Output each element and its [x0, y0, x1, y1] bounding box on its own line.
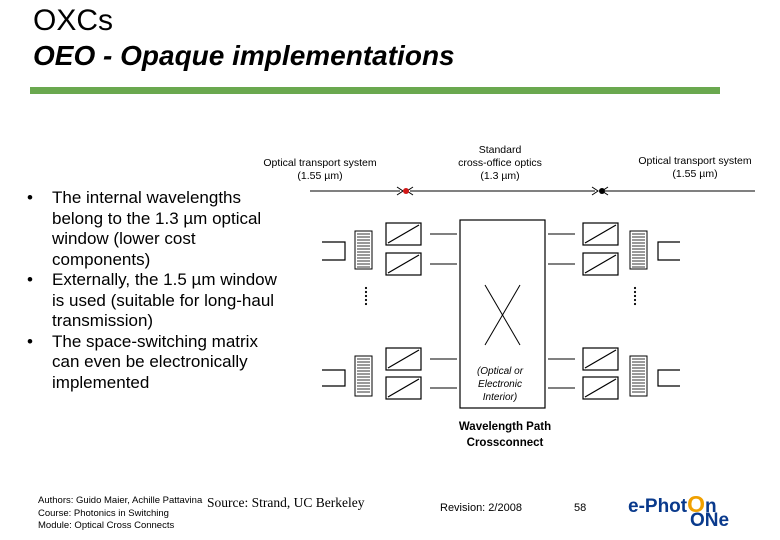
black-marker-dot [599, 188, 605, 194]
page-number: 58 [574, 502, 587, 514]
left-demux-bottom [354, 355, 373, 397]
left-transport-label: Optical transport system (1.55 µm) [263, 157, 377, 182]
dimension-line [310, 186, 755, 196]
slide-subtitle: OEO - Opaque implementations [33, 40, 455, 71]
revision-label: Revision: 2/2008 [440, 502, 522, 514]
ellipsis-right [633, 286, 637, 306]
title-underline [30, 87, 720, 94]
footer-credits: Authors: Guido Maier, Achille Pattavina … [38, 495, 202, 533]
slide-title: OXCs [33, 4, 114, 37]
left-terminals [322, 241, 346, 387]
diagram-caption: Wavelength Path Crossconnect [458, 421, 552, 449]
right-demux-bottom [629, 355, 648, 397]
oxc-diagram [310, 186, 755, 409]
bullet-list: The internal wavelengths belong to the 1… [27, 188, 287, 393]
link-lines [430, 233, 575, 389]
course-line: Course: Photonics in Switching [38, 507, 169, 519]
red-marker-dot [403, 188, 409, 194]
source-note: Source: Strand, UC Berkeley [207, 495, 365, 510]
ellipsis-left [364, 286, 368, 306]
ephoton-logo-one: ONe [690, 510, 730, 531]
right-demux-top [629, 230, 648, 270]
bullet-item: Externally, the 1.5 µm window is used (s… [27, 270, 287, 332]
center-optics-label: Standard cross-office optics (1.3 µm) [458, 144, 542, 182]
bullet-item: The space-switching matrix can even be e… [27, 332, 287, 394]
right-terminals [657, 241, 680, 387]
bullet-item: The internal wavelengths belong to the 1… [27, 188, 287, 270]
transponders [385, 222, 619, 400]
switch-matrix [459, 219, 546, 409]
left-demux-top [354, 230, 373, 270]
ephoton-logo: e-PhotOn [628, 491, 717, 517]
matrix-note: (Optical or Electronic Interior) [476, 366, 524, 403]
right-transport-label: Optical transport system (1.55 µm) [638, 155, 752, 180]
switch-cross [484, 284, 521, 346]
authors-line: Authors: Guido Maier, Achille Pattavina [38, 495, 203, 506]
module-line: Module: Optical Cross Connects [38, 520, 175, 531]
